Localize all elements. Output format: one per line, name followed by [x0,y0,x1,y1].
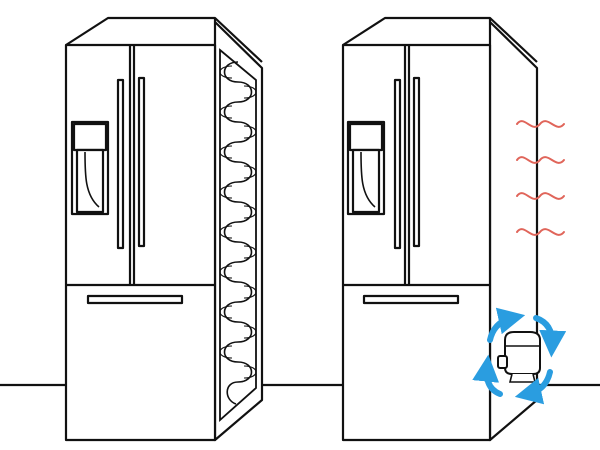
fridge-left-top-edge [65,16,263,63]
fridge-right-top-edge [342,16,538,63]
fridge-right-freezer-handle [362,294,460,305]
fridge-left-freezer-handle [86,294,184,305]
heat-wave-icon [516,228,565,236]
heat-waves [516,120,565,236]
coil-path [223,61,253,405]
airflow-arrow [533,315,567,358]
heat-wave-icon [516,156,565,164]
airflow-arrow [472,354,503,397]
heat-wave-icon [516,192,565,200]
circulation-arrows-icon [472,307,567,405]
fridge-right [341,16,539,442]
fridge-left-handle-left [116,78,125,250]
fridge-left-side-panel [213,20,264,442]
fridge-left-handle-right [137,76,146,248]
heat-wave-icon [516,120,565,128]
fridge-right-handle-right [412,76,421,248]
fridge-right-handle-left [393,78,402,250]
water-dispenser-right [346,120,386,216]
condenser-coil-icon [219,48,257,423]
airflow-arrow [514,369,553,405]
airflow-arrow [487,307,526,343]
water-dispenser-left [70,120,110,216]
